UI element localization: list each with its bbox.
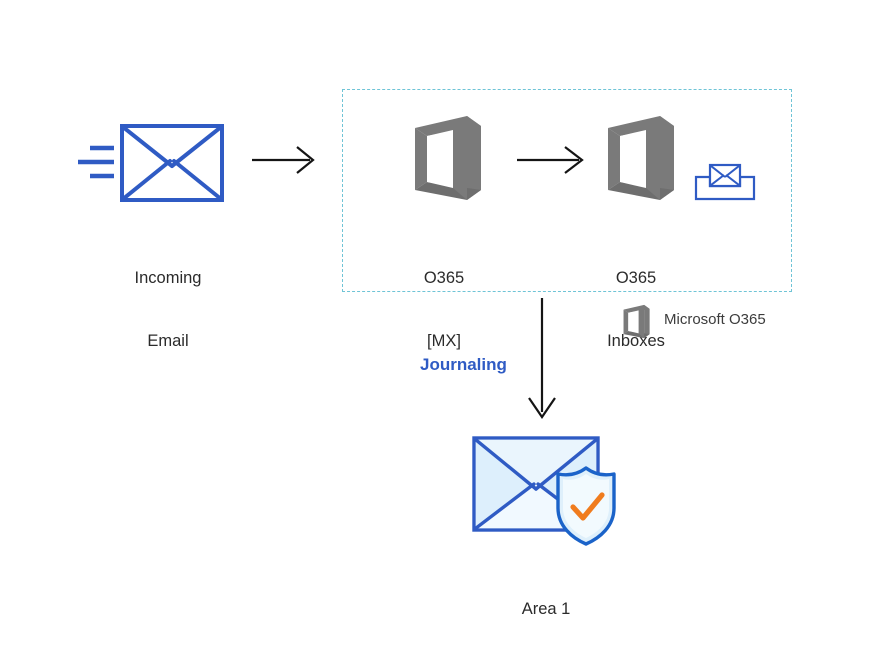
o365-logo-icon (623, 304, 650, 339)
o365-mx-label-line2: [MX] (427, 332, 461, 350)
o365-inboxes-label-line1: O365 (615, 269, 657, 287)
arrow-right-icon (252, 146, 315, 174)
area1-label-line1: Area 1 (521, 600, 571, 618)
arrow-incoming-to-mx (252, 140, 322, 180)
envelope-with-motion-lines-icon (78, 124, 224, 202)
arrow-right-icon (517, 146, 584, 174)
incoming-email-label-line2: Email (147, 332, 189, 350)
legend: Microsoft O365 (618, 303, 798, 341)
arrow-inboxes-to-area1 (522, 298, 562, 422)
o365-inboxes-label: O365 Inboxes (573, 226, 699, 394)
arrow-mx-to-inboxes (517, 140, 593, 180)
o365-inboxes-node (594, 112, 680, 204)
o365-logo-icon (608, 116, 674, 200)
o365-mx-label-line1: O365 (423, 269, 465, 287)
incoming-email-label: Incoming Email (92, 226, 244, 394)
legend-label: Microsoft O365 (664, 311, 766, 328)
arrow-down-icon (528, 298, 556, 419)
area1-label: Area 1 email security (468, 557, 624, 653)
o365-logo-icon (415, 116, 481, 200)
o365-mx-node (401, 112, 487, 204)
o365-inboxes-label-line2: Inboxes (607, 332, 665, 350)
o365-inboxes-badge (694, 160, 756, 202)
o365-boundary-zone (342, 89, 792, 292)
o365-mx-label: O365 [MX] (384, 226, 504, 394)
area1-node (468, 432, 634, 548)
envelope-shield-check-icon (472, 436, 616, 546)
incoming-email-label-line1: Incoming (134, 269, 202, 287)
journaling-label: Journaling (420, 355, 507, 374)
inbox-tray-envelope-icon (694, 163, 756, 201)
incoming-email-node (70, 118, 270, 208)
